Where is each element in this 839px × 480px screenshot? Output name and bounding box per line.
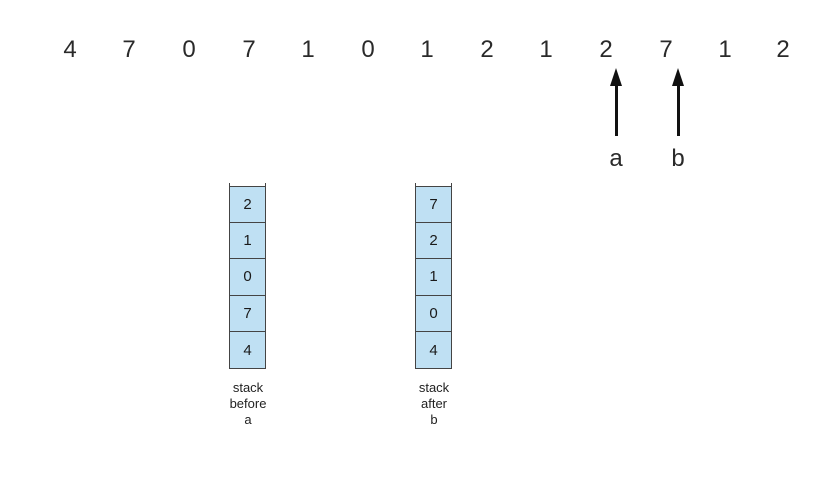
- reference-item: 2: [480, 36, 494, 63]
- reference-item: 7: [659, 36, 673, 63]
- caption-line: stack: [418, 380, 450, 395]
- caption-line: before: [229, 396, 267, 411]
- stack-open-top: [415, 183, 452, 186]
- stack-cell: 0: [415, 295, 452, 333]
- reference-item: 1: [420, 36, 434, 63]
- reference-item: 1: [301, 36, 315, 63]
- pointer-b-label: b: [671, 145, 685, 172]
- caption-line: b: [430, 412, 438, 427]
- reference-item: 1: [718, 36, 732, 63]
- stack-cell: 0: [229, 259, 266, 296]
- reference-item: 2: [599, 36, 613, 63]
- stack-cell: 2: [415, 222, 452, 260]
- stack-cell: 4: [229, 332, 266, 369]
- reference-item: 2: [776, 36, 790, 63]
- caption-line: a: [244, 412, 252, 427]
- stack-cell: 4: [415, 332, 452, 369]
- pointer-a-label: a: [609, 145, 623, 172]
- stack-cell: 7: [229, 295, 266, 333]
- stack-cell: 1: [229, 222, 266, 260]
- reference-item: 1: [539, 36, 553, 63]
- stack-cell: 7: [415, 186, 452, 223]
- stack-before-a-caption: stack before a: [208, 380, 288, 428]
- reference-item: 7: [122, 36, 136, 63]
- stack-open-top: [229, 183, 266, 186]
- reference-item: 0: [182, 36, 196, 63]
- caption-line: after: [420, 396, 447, 411]
- stack-cell: 1: [415, 259, 452, 296]
- caption-line: stack: [232, 380, 264, 395]
- stack-cell: 2: [229, 186, 266, 223]
- reference-item: 7: [242, 36, 256, 63]
- reference-item: 4: [63, 36, 77, 63]
- reference-item: 0: [361, 36, 375, 63]
- stack-after-b-caption: stack after b: [394, 380, 474, 428]
